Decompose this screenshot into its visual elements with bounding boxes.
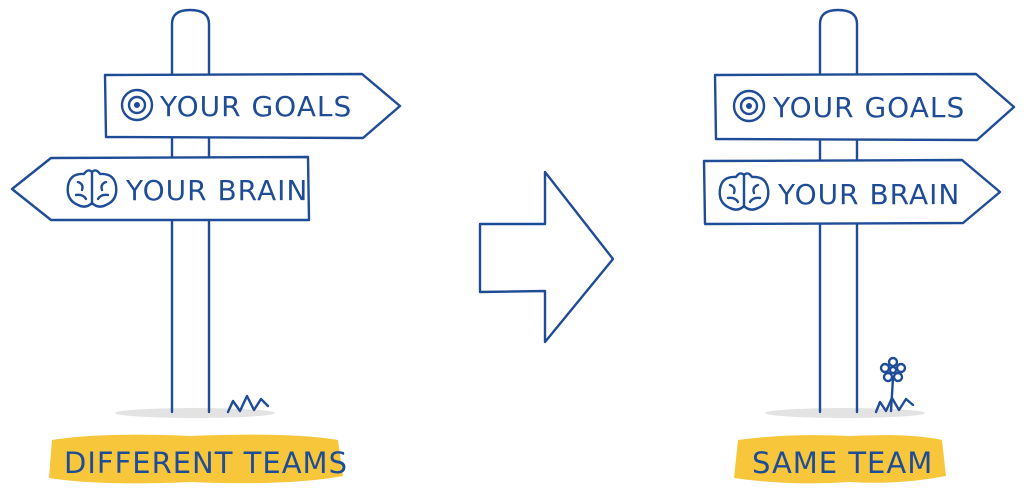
- left-grass: [226, 394, 270, 414]
- right-caption-highlight: [734, 435, 946, 484]
- right-brain-sign: [702, 158, 1002, 226]
- left-signpost: YOUR GOALS YOUR BRAIN: [10, 8, 402, 418]
- target-icon: [120, 88, 154, 122]
- left-caption-highlight: [49, 434, 343, 484]
- left-brain-label: YOUR BRAIN: [125, 174, 308, 207]
- right-grass: [874, 396, 915, 414]
- right-caption-text: SAME TEAM: [752, 446, 933, 480]
- right-caption: SAME TEAM: [734, 435, 946, 484]
- brain-icon: [718, 172, 770, 211]
- left-caption-text: DIFFERENT TEAMS: [64, 446, 348, 480]
- right-ground-shadow: [765, 408, 925, 418]
- right-signpost: YOUR GOALS YOUR BRAIN: [702, 8, 1016, 418]
- left-post: [170, 8, 211, 414]
- left-ground-shadow: [115, 408, 275, 418]
- brain-icon: [66, 169, 118, 208]
- right-goals-label: YOUR GOALS: [772, 91, 965, 124]
- target-icon: [732, 89, 766, 123]
- arrow-right-icon: [478, 170, 615, 344]
- flower-icon: [879, 356, 907, 413]
- right-goals-sign: [713, 72, 1016, 142]
- right-post: [818, 8, 859, 414]
- left-caption: DIFFERENT TEAMS: [49, 434, 348, 484]
- left-goals-label: YOUR GOALS: [159, 90, 352, 123]
- left-goals-sign: [103, 72, 402, 140]
- right-brain-label: YOUR BRAIN: [777, 178, 960, 211]
